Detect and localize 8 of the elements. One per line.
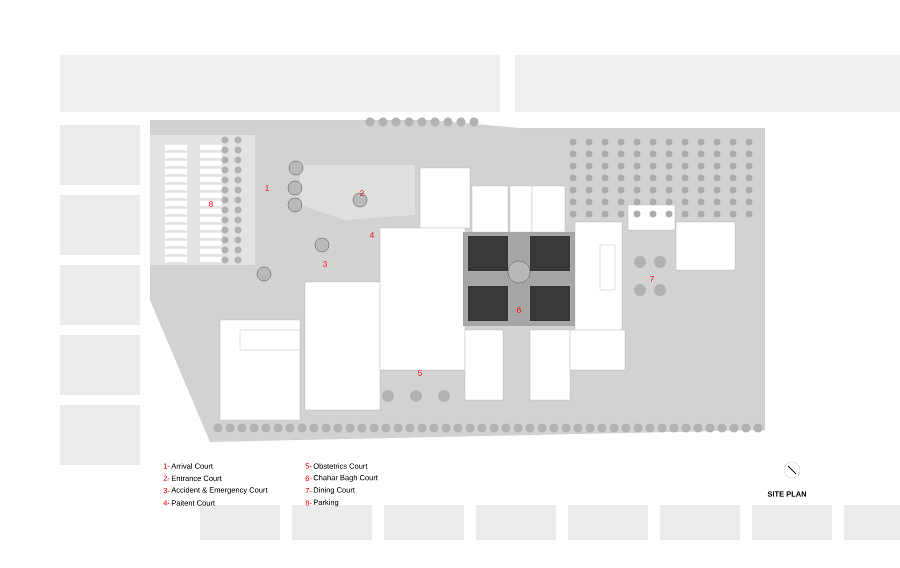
callout-number: 3 bbox=[323, 261, 327, 267]
callout-number: 7 bbox=[650, 276, 654, 282]
callout-number: 1 bbox=[265, 185, 269, 191]
callout-number: 5 bbox=[418, 370, 422, 376]
callout-number: 2 bbox=[360, 190, 364, 196]
callout-number: 8 bbox=[209, 201, 213, 207]
callout-number: 6 bbox=[517, 307, 521, 313]
callout-number: 4 bbox=[370, 232, 374, 238]
